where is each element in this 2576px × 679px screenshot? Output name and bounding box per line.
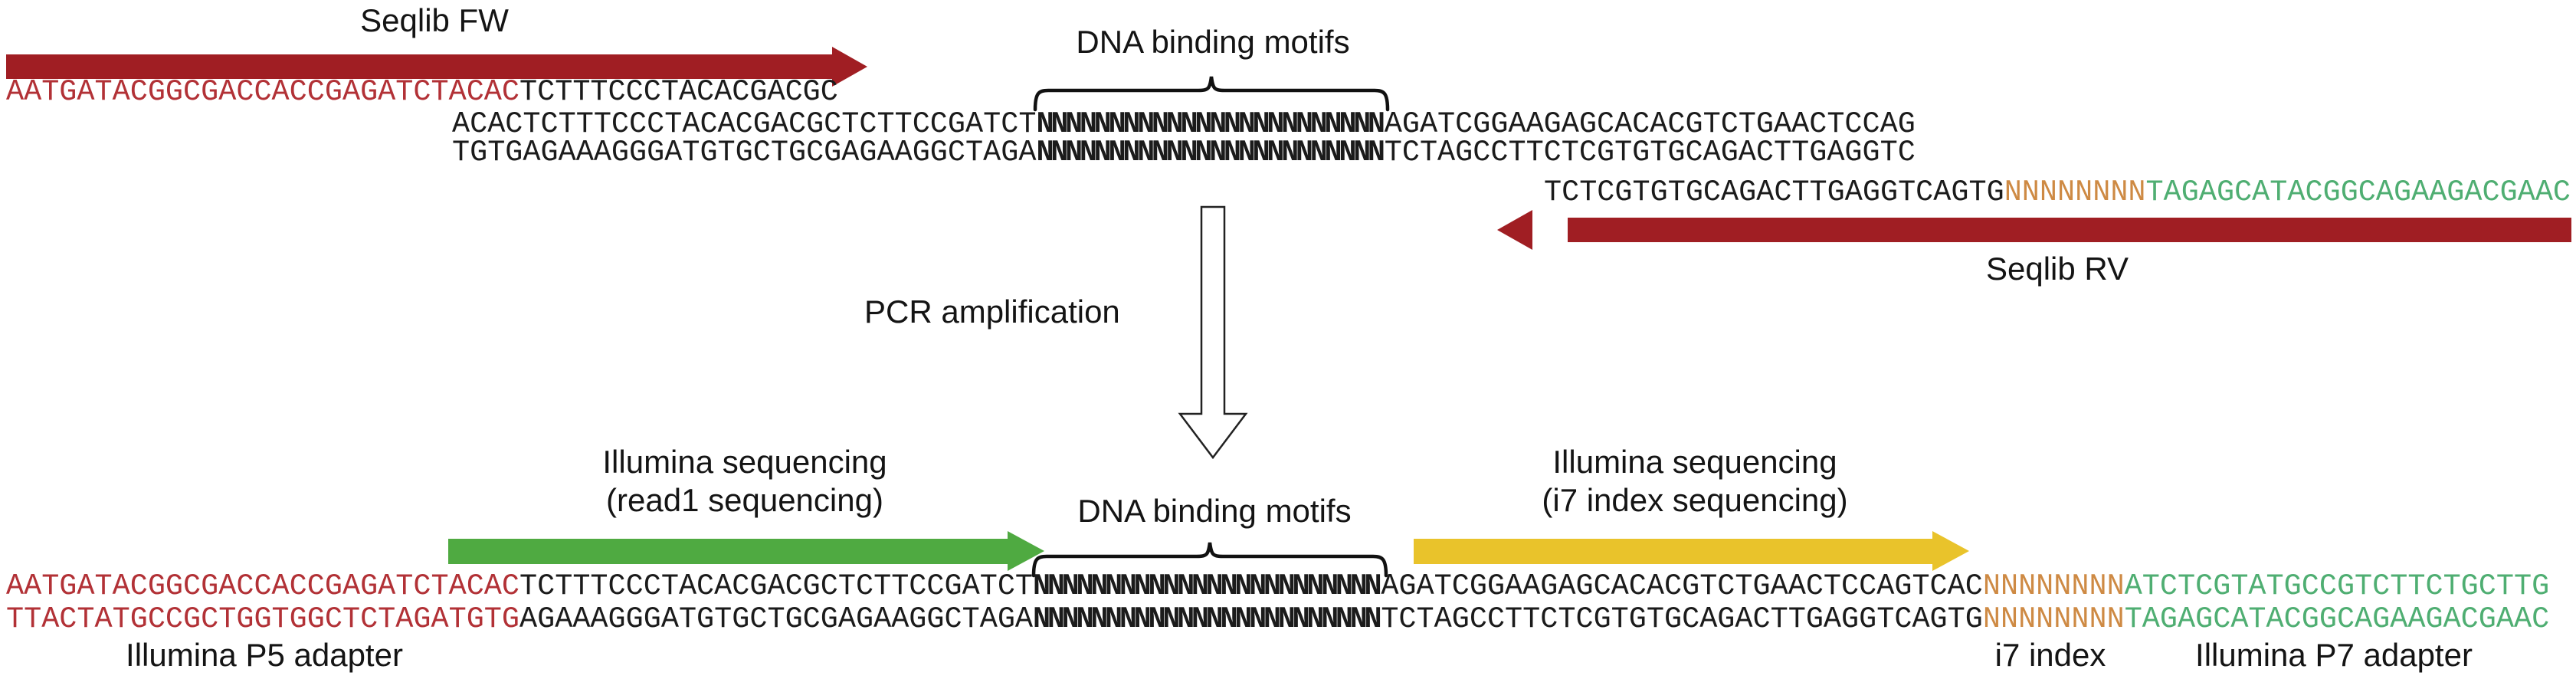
dna-binding-motifs-label-bottom: DNA binding motifs <box>1077 493 1352 529</box>
template-top-strand: ACACTCTTTCCCTACACGACGCTCTTCCGATCTNNNNNNN… <box>452 109 1916 139</box>
i7-seq-label-line1: Illumina sequencing <box>1552 444 1837 480</box>
final-library-top-strand: AATGATACGGCGACCACCGAGATCTACACTCTTTCCCTAC… <box>6 571 2549 602</box>
bot1-p5: AATGATACGGCGACCACCGAGATCTACAC <box>6 569 520 603</box>
i7-seq-label-line2: (i7 index sequencing) <box>1542 482 1848 518</box>
mid1-motif-n: NNNNNNNNNNNNNNNNNNNNNNNN <box>1036 107 1385 141</box>
bot2-i7-n: NNNNNNNN <box>1982 602 2125 636</box>
i7-arrowhead-icon <box>1932 531 1969 571</box>
mid2-black2: TCTAGCCTTCTCGTGTGCAGACTTGAGGTC <box>1384 136 1916 169</box>
i7-sequencing-label: Illumina sequencing (i7 index sequencing… <box>1542 443 1847 520</box>
dna-binding-motifs-label-top: DNA binding motifs <box>1076 24 1350 60</box>
read1-arrowhead-icon <box>1008 531 1044 571</box>
bot1-motif-n: NNNNNNNNNNNNNNNNNNNNNNNN <box>1033 569 1382 603</box>
fw-black-part: TCTTTCCCTACACGACGC <box>519 75 838 109</box>
rv-black-part: TCTCGTGTGCAGACTTGAGGTCAGTG <box>1544 175 2004 209</box>
bot2-motif-n: NNNNNNNNNNNNNNNNNNNNNNNN <box>1033 602 1382 636</box>
fw-p5-part: AATGATACGGCGACCACCGAGATCTACAC <box>6 75 520 109</box>
mid1-black1: ACACTCTTTCCCTACACGACGCTCTTCCGATCT <box>452 107 1037 141</box>
read1-label-line1: Illumina sequencing <box>602 444 887 480</box>
seqlib-rv-label: Seqlib RV <box>1985 251 2129 287</box>
mid1-black2: AGATCGGAAGAGCACACGTCTGAACTCCAG <box>1384 107 1916 141</box>
illumina-p5-adapter-label: Illumina P5 adapter <box>126 637 403 673</box>
down-arrow-icon <box>1178 205 1248 460</box>
bot1-black2: AGATCGGAAGAGCACACGTCTGAACTCCAGTCAC <box>1381 569 1983 603</box>
illumina-p7-adapter-label: Illumina P7 adapter <box>2195 637 2473 673</box>
final-library-bottom-strand: TTACTATGCCGCTGGTGGCTCTAGATGTGAGAAAGGGATG… <box>6 604 2549 635</box>
seqlib-fw-arrowhead-icon <box>832 47 867 87</box>
read1-label-line2: (read1 sequencing) <box>606 482 883 518</box>
seqlib-fw-label: Seqlib FW <box>360 2 509 38</box>
bot2-p5: TTACTATGCCGCTGGTGGCTCTAGATGTG <box>6 602 520 636</box>
brace-bottom-icon <box>1031 542 1388 578</box>
i7-index-label: i7 index <box>1994 637 2106 673</box>
brace-top-icon <box>1033 76 1390 112</box>
seqlib-rv-arrowhead-icon <box>1497 210 1532 250</box>
bot2-p7: TAGAGCATACGGCAGAAGACGAAC <box>2124 602 2550 636</box>
mid2-motif-n: NNNNNNNNNNNNNNNNNNNNNNNN <box>1036 136 1385 169</box>
bot1-i7-n: NNNNNNNN <box>1982 569 2125 603</box>
fw-primer-sequence: AATGATACGGCGACCACCGAGATCTACACTCTTTCCCTAC… <box>6 77 838 107</box>
bot2-black2: TCTAGCCTTCTCGTGTGCAGACTTGAGGTCAGTG <box>1381 602 1983 636</box>
bot2-black1: AGAAAGGGATGTGCTGCGAGAAGGCTAGA <box>519 602 1034 636</box>
read1-sequencing-arrow <box>448 539 1008 564</box>
pcr-amplification-label: PCR amplification <box>864 294 1120 330</box>
template-bottom-strand: TGTGAGAAAGGGATGTGCTGCGAGAAGGCTAGANNNNNNN… <box>452 137 1916 168</box>
rv-primer-sequence: TCTCGTGTGCAGACTTGAGGTCAGTGNNNNNNNNTAGAGC… <box>1544 177 2571 208</box>
rv-index-n: NNNNNNNN <box>2004 175 2146 209</box>
i7-sequencing-arrow <box>1414 539 1932 564</box>
rv-p7-part: TAGAGCATACGGCAGAAGACGAAC <box>2145 175 2571 209</box>
bot1-black1: TCTTTCCCTACACGACGCTCTTCCGATCT <box>519 569 1034 603</box>
seqlib-fw-arrow <box>6 54 832 79</box>
read1-sequencing-label: Illumina sequencing (read1 sequencing) <box>602 443 887 520</box>
seqlib-rv-arrow <box>1568 218 2571 242</box>
bot1-p7: ATCTCGTATGCCGTCTTCTGCTTG <box>2124 569 2550 603</box>
mid2-black1: TGTGAGAAAGGGATGTGCTGCGAGAAGGCTAGA <box>452 136 1037 169</box>
